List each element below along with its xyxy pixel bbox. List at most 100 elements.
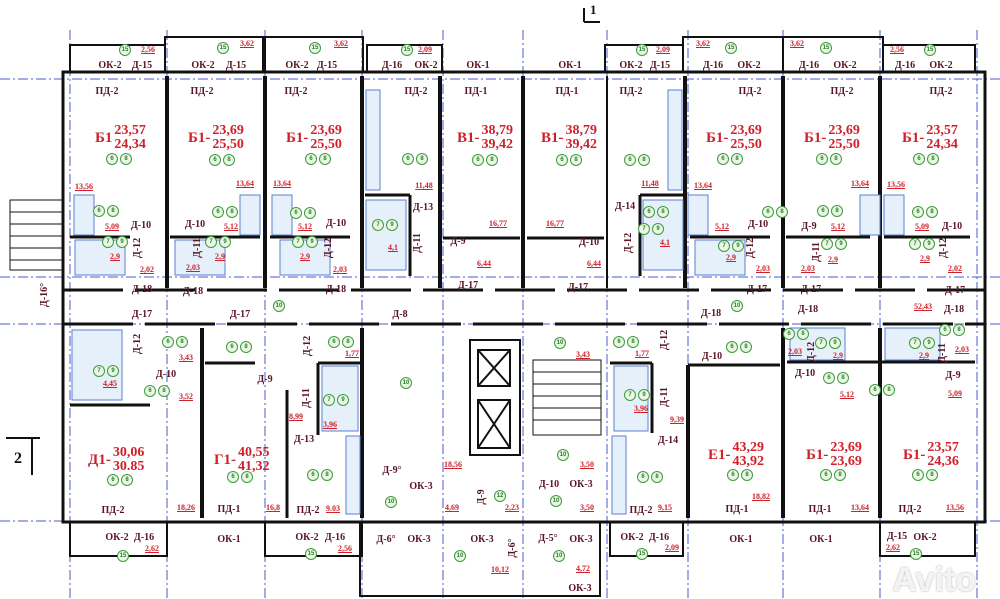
opening-label: Д-16 (324, 532, 346, 543)
opening-label: Д-9 (257, 374, 273, 385)
apartment-type: Г1- (214, 451, 237, 468)
room-area: 2,09 (665, 543, 679, 552)
opening-label: Д-9 (945, 370, 961, 381)
marker-circle: 7 (909, 238, 921, 250)
marker-group: 15 (725, 42, 737, 54)
opening-label: Д-18 (182, 286, 204, 297)
apartment-type: Б1- (903, 446, 926, 463)
apartment-total-area: 24,34 (114, 137, 146, 152)
opening-label: Д-10 (794, 368, 816, 379)
room-area: 18,26 (177, 503, 195, 512)
marker-circle: 9 (923, 337, 935, 349)
apartment-type: Б1- (902, 129, 925, 146)
marker-circle: 10 (385, 496, 397, 508)
marker-group: 10 (400, 377, 412, 389)
apartment-living-area: 23,57 (927, 440, 959, 455)
opening-label: Д-16° (39, 282, 50, 308)
marker-circle: 6 (107, 474, 119, 486)
room-area: 4,1 (388, 243, 398, 252)
marker-circle: 8 (657, 206, 669, 218)
marker-circle: 7 (821, 238, 833, 250)
opening-label: ОК-3 (569, 534, 593, 545)
opening-label: ПД-2 (738, 86, 762, 97)
room-area: 6,44 (477, 259, 491, 268)
room-area: 3,62 (240, 39, 254, 48)
marker-circle: 6 (209, 154, 221, 166)
apartment-living-area: 23,69 (212, 123, 244, 138)
marker-group: 10 (557, 449, 569, 461)
marker-circle: 15 (401, 44, 413, 56)
opening-label: Д-12 (132, 237, 143, 259)
marker-circle: 6 (307, 469, 319, 481)
opening-label: ОК-1 (217, 534, 241, 545)
apartment-type: Е1- (708, 446, 731, 463)
opening-label: ПД-2 (101, 505, 125, 516)
opening-label: Д-18 (943, 304, 965, 315)
opening-label: Д-9° (382, 465, 402, 476)
opening-label: ПД-1 (725, 504, 749, 515)
marker-circle: 6 (328, 336, 340, 348)
opening-label: Д-10 (130, 220, 152, 231)
opening-label: Д-17 (457, 280, 479, 291)
room-area: 18,82 (752, 492, 770, 501)
room-area: 2,23 (505, 503, 519, 512)
marker-circle: 15 (217, 42, 229, 54)
room-area: 11,48 (641, 179, 659, 188)
marker-circle: 8 (226, 206, 238, 218)
room-area: 2,62 (145, 544, 159, 553)
partition-walls (70, 76, 975, 518)
marker-circle: 10 (731, 300, 743, 312)
room-area: 2,9 (300, 252, 310, 261)
opening-label: Д-8 (392, 309, 408, 320)
marker-group: 15 (636, 44, 648, 56)
opening-label: Д-10 (155, 369, 177, 380)
room-area: 4,1 (660, 238, 670, 247)
opening-label: Д-15 (886, 531, 908, 542)
opening-label: Д-12 (623, 232, 634, 254)
apartment-type: Б1- (706, 129, 729, 146)
room-area: 2,03 (186, 263, 200, 272)
marker-circle: 8 (176, 336, 188, 348)
marker-circle: 9 (652, 223, 664, 235)
apartment-living-area: 23,69 (830, 440, 862, 455)
room-area: 2,9 (919, 351, 929, 360)
room-area: 9,15 (658, 503, 672, 512)
marker-circle: 7 (638, 223, 650, 235)
room-area: 5,09 (915, 222, 929, 231)
room-area: 5,12 (224, 222, 238, 231)
opening-label: ОК-1 (809, 534, 833, 545)
opening-label: ПД-2 (190, 86, 214, 97)
marker-circle: 6 (556, 154, 568, 166)
marker-circle: 6 (816, 153, 828, 165)
marker-circle: 9 (107, 365, 119, 377)
marker-group: 15 (305, 548, 317, 560)
opening-label: ПД-2 (95, 86, 119, 97)
marker-circle: 10 (553, 550, 565, 562)
opening-label: ОК-1 (466, 60, 490, 71)
room-area: 13,56 (946, 503, 964, 512)
opening-label: Д-10 (747, 219, 769, 230)
marker-group: 15 (401, 44, 413, 56)
opening-label: Д-17 (944, 285, 966, 296)
marker-circle: 7 (815, 337, 827, 349)
stairs-and-elevators (9, 199, 602, 456)
opening-label: Д-12 (132, 333, 143, 355)
room-area: 9.03 (326, 504, 340, 513)
apartment-living-area: 23,57 (114, 123, 146, 138)
opening-label: ПД-2 (830, 86, 854, 97)
opening-label: ОК-2 (620, 532, 644, 543)
